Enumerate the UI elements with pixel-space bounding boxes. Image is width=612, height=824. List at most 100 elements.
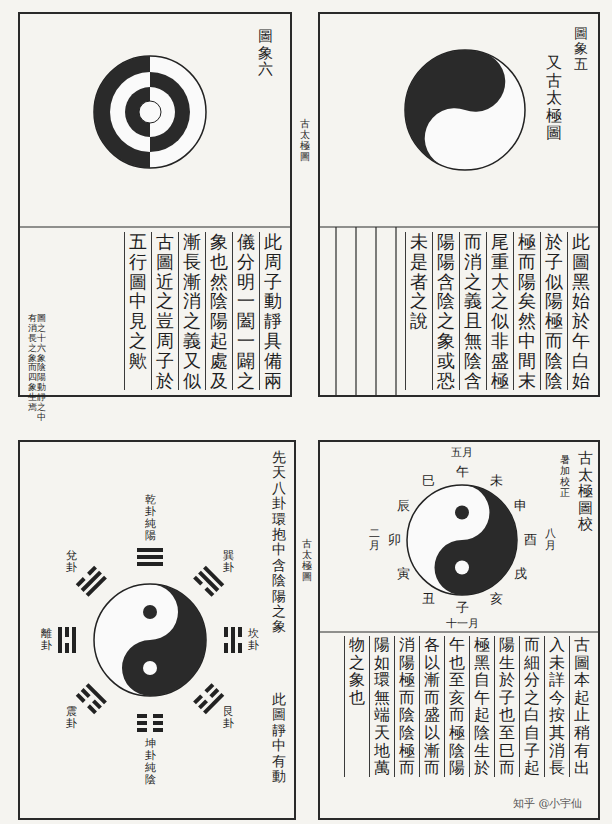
trigram-line [137,555,163,559]
trigram-line [238,627,242,637]
text-column: 陽生於子也至巳而 [494,636,519,777]
watermark: 知乎 @小宇仙 [511,798,585,810]
trigram-line [224,643,228,653]
text-column: 極而陽矣然中間末 [513,232,540,390]
figure-note: 此圖靜中有動 [272,692,286,784]
trigram-symbol [77,567,105,595]
trigram-line [65,643,69,653]
trigram-line [137,714,147,718]
text-column: 而消之義且無陰含 [459,232,486,390]
text-column: 古圖本起止稍有出 [569,636,594,777]
trigram-line [77,578,84,585]
separator-line [318,631,600,632]
trigram-line [206,685,213,692]
text-column: 此圖黑始於午白始 [567,232,594,390]
branch-label: 酉 [524,533,537,547]
text-column: 又古太極圖 [546,54,562,142]
branch-label: 亥 [490,592,503,606]
trigram-line [137,562,163,566]
trigram-label: 兌卦 [66,550,77,574]
month-label: 五月 [451,447,473,459]
text-column: 乾卦純陽 [145,494,156,542]
text-column: 圖象六 [258,28,273,78]
trigram-symbol [77,685,105,713]
rule-lines [18,227,600,632]
text-column: 兌卦 [66,550,77,574]
heading-note: 暑加校正 [560,454,570,498]
figure-heading: 古太極圖校 [578,450,593,533]
margin-title: 古太極圖 [300,118,310,162]
trigram-line [87,685,105,703]
commentary-text: 古圖本起止稍有出入未詳今按其消長而細分之白自子起陽生於子也至巳而極黑自午起陰生於… [344,636,594,777]
separator-line [18,226,292,227]
text-column: 古太極圖 [300,118,310,162]
trigram-line [72,627,76,653]
branch-label: 寅 [397,567,410,581]
taiji-eye [143,661,157,675]
branch-label: 戌 [514,567,527,581]
trigram-line [195,696,202,703]
trigram-symbol [60,627,74,653]
month-label: 八月 [545,528,556,552]
text-column: 入未詳今按其消長 [544,636,569,777]
trigram-label: 離卦 [41,628,52,652]
ring-diagram [94,56,206,168]
text-column: 漸長漸消之義又似 [178,232,205,390]
text-column: 象也然陰陽起處及 [205,232,232,390]
taiji-outline [407,485,517,595]
margin-title: 古太極圖 [302,538,312,582]
trigram-group [60,550,240,730]
trigram-line [88,706,95,713]
taiji-yin [388,33,514,177]
text-column: 坤卦純陰 [145,738,156,786]
text-column: 消陽極而陰陰極而 [394,636,419,777]
trigram-label: 乾卦純陽 [145,494,156,542]
text-column: 陽如環無端天地萬 [369,636,394,777]
text-column: 各以漸而盛以漸而 [419,636,444,777]
small-note: 圖之十六象陰陽動靜之中有消長之象而四象生焉 [28,314,46,423]
branch-label: 子 [456,601,469,615]
text-column: 圖之十六象陰陽動靜之中 [37,314,46,423]
taiji-outline [94,584,206,696]
trigram-line [153,714,163,718]
taiji-yin [122,584,206,696]
trigram-line [153,721,163,725]
text-column: 巽卦 [223,550,234,574]
trigram-line [211,689,218,696]
text-column: 此周子動靜具備兩 [259,232,286,390]
text-column: 陽陽含陰之象或恐 [432,232,459,390]
commentary-text: 此圖黑始於午白始於子似陽極而陰陰極而陽矣然中間末尾重大之似非盛極而消之義且無陰含… [405,232,594,390]
trigram-line [199,701,206,708]
trigram-symbol [195,567,223,595]
trigram-symbol [195,685,223,713]
trigram-symbol [226,627,240,653]
trigram-line [87,577,105,595]
trigram-line [206,588,213,595]
trigram-line [93,701,100,708]
ring-center [139,101,161,123]
trigram-line [82,689,89,696]
trigram-line [137,721,147,725]
column-rule [375,227,376,397]
column-rule [335,227,336,397]
taiji-plain [388,33,525,177]
taiji-eye [455,506,469,520]
taiji-trigram [60,550,240,730]
text-column: 五行圖中見之歟 [124,232,151,390]
trigram-line [82,572,100,590]
figure-title: 圖象五 [574,26,588,72]
text-column: 古太極圖 [302,538,312,582]
branch-label: 未 [490,474,503,488]
trigram-line [88,567,95,574]
branch-label: 午 [456,465,469,479]
branch-label: 巳 [422,474,435,488]
text-column: 而細分之白自子起 [519,636,544,777]
text-column: 有消長之象而四象生焉 [28,314,37,423]
figure-panel: 圖象五又古太極圖此圖黑始於午白始於子似陽極而陰陰極而陽矣然中間末尾重大之似非盛極… [318,12,600,397]
text-column: 八月 [545,528,556,552]
branch-label: 辰 [397,499,410,513]
text-column: 儀分明一闔一闢之 [232,232,259,390]
text-column: 震卦 [66,706,77,730]
separator-line [318,226,600,227]
text-column: 坎卦 [248,628,259,652]
